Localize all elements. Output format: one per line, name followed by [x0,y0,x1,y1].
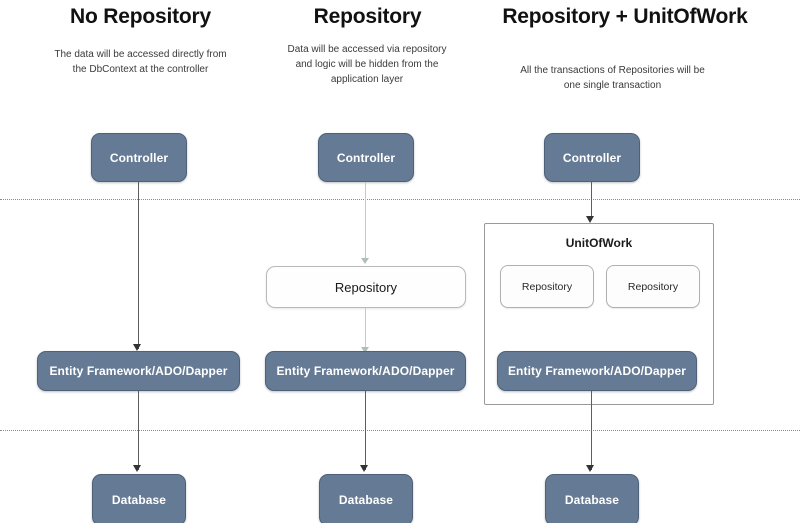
connector-dataaccess-to-database-col3 [591,391,592,470]
arrow-repository-to-dataaccess-col2 [361,347,369,353]
node-database-col1[interactable]: Database [92,474,186,523]
connector-controller-to-dataaccess-col1 [138,182,139,349]
node-repository-col2[interactable]: Repository [266,266,466,308]
connector-controller-to-unitofwork-col3 [591,182,592,220]
arrow-controller-to-dataaccess-col1 [133,344,141,351]
arrow-controller-to-repository-col2 [361,258,369,264]
node-repository-left-col3[interactable]: Repository [500,265,594,308]
column-subtitle-no-repository: The data will be accessed directly from … [54,49,227,75]
connector-dataaccess-to-database-col1 [138,391,139,470]
node-controller-col3[interactable]: Controller [544,133,640,182]
unitofwork-label: UnitOfWork [565,236,633,250]
connector-dataaccess-to-database-col2 [365,391,366,470]
arrow-dataaccess-to-database-col3 [586,465,594,472]
node-controller-col2[interactable]: Controller [318,133,414,182]
node-repository-right-col3[interactable]: Repository [606,265,700,308]
node-controller-col1[interactable]: Controller [91,133,187,182]
connector-repository-to-dataaccess-col2 [365,308,366,352]
layer-divider-presentation [0,199,800,200]
column-subtitle-repository: Data will be accessed via repository and… [287,44,447,85]
node-database-col3[interactable]: Database [545,474,639,523]
connector-controller-to-repository-col2 [365,182,366,262]
arrow-dataaccess-to-database-col1 [133,465,141,472]
node-data-access-col1[interactable]: Entity Framework/ADO/Dapper [37,351,240,391]
node-data-access-col2[interactable]: Entity Framework/ADO/Dapper [265,351,466,391]
column-title-repository: Repository [313,5,422,28]
arrow-controller-to-unitofwork-col3 [586,216,594,223]
node-database-col2[interactable]: Database [319,474,413,523]
arrow-dataaccess-to-database-col2 [360,465,368,472]
column-title-repository-unitofwork: Repository + UnitOfWork [502,5,748,28]
node-data-access-col3[interactable]: Entity Framework/ADO/Dapper [497,351,697,391]
layer-divider-data [0,430,800,431]
column-subtitle-repository-unitofwork: All the transactions of Repositories wil… [520,65,705,91]
column-title-no-repository: No Repository [70,5,211,28]
